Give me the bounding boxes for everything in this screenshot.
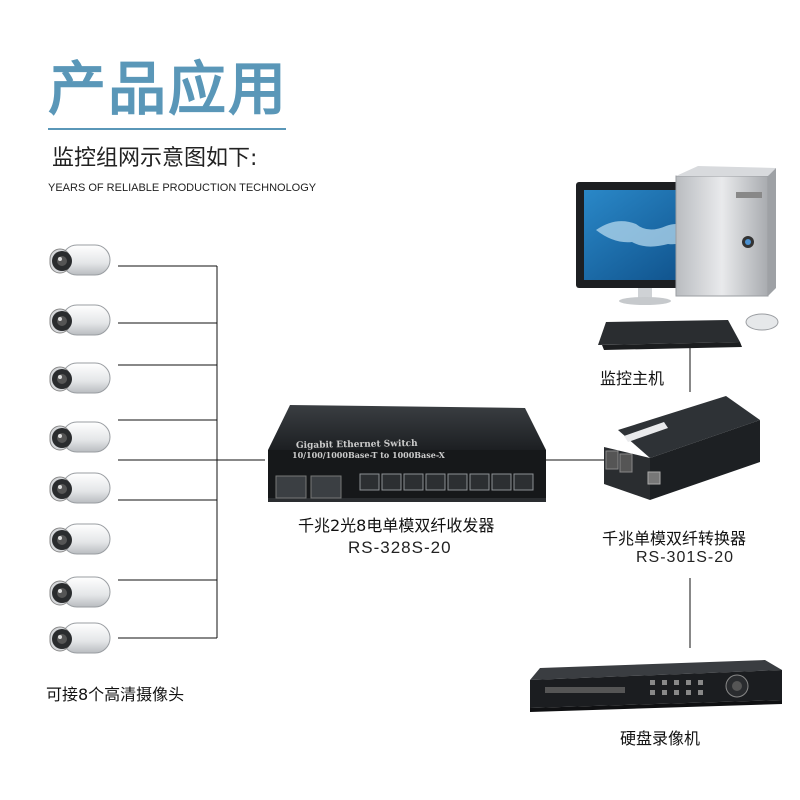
camera-icon — [49, 421, 111, 453]
tagline: YEARS OF RELIABLE PRODUCTION TECHNOLOGY — [48, 182, 317, 194]
media-converter-image — [604, 396, 760, 500]
camera-icon — [49, 304, 111, 336]
camera-icon — [49, 244, 111, 276]
switch-top-text-2: 10/100/1000Base-T to 1000Base-X — [292, 450, 446, 460]
camera-icon — [49, 622, 111, 654]
switch-name: 千兆2光8电单模双纤收发器 — [298, 516, 495, 535]
camera-group — [49, 244, 111, 654]
camera-icon — [49, 523, 111, 555]
dvr-image — [530, 660, 782, 712]
fiber-switch-image: Gigabit Ethernet Switch 10/100/1000Base-… — [268, 405, 546, 502]
cameras-label: 可接8个高清摄像头 — [46, 685, 185, 704]
page-title: 产品应用 — [48, 55, 289, 123]
diagram-subtitle: 监控组网示意图如下: — [52, 146, 258, 171]
camera-icon — [49, 362, 111, 394]
switch-model: RS-328S-20 — [348, 538, 452, 557]
host-label: 监控主机 — [600, 369, 665, 388]
connection-lines — [118, 265, 691, 648]
recorder-label: 硬盘录像机 — [620, 729, 701, 748]
switch-top-text-1: Gigabit Ethernet Switch — [296, 439, 418, 451]
computer-image — [576, 166, 779, 350]
camera-icon — [49, 576, 111, 608]
converter-name: 千兆单模双纤转换器 — [602, 529, 747, 548]
camera-icon — [49, 472, 111, 504]
converter-model: RS-301S-20 — [636, 549, 735, 566]
title-underline — [48, 128, 286, 130]
